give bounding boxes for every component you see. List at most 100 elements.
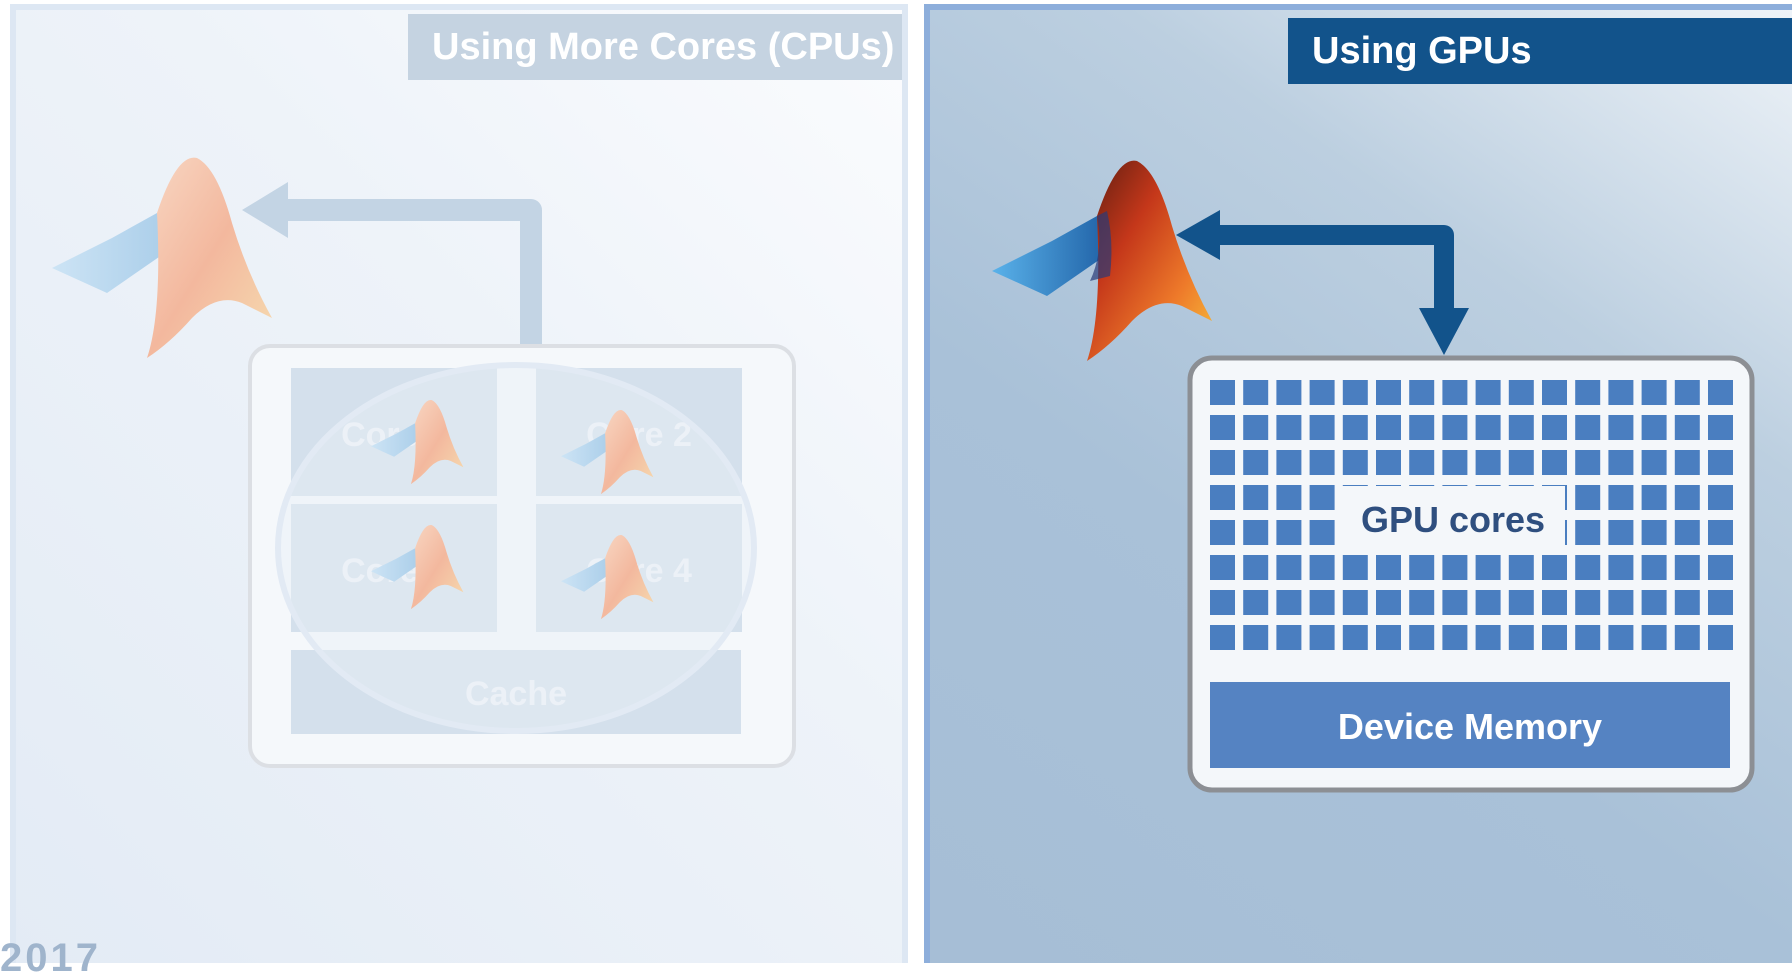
- gpu-core: [1243, 380, 1269, 405]
- gpu-core: [1508, 590, 1534, 615]
- gpu-core: [1508, 555, 1534, 580]
- gpu-core: [1708, 415, 1733, 440]
- gpu-core: [1309, 415, 1335, 440]
- gpu-core: [1276, 485, 1302, 510]
- gpu-core: [1210, 625, 1235, 650]
- gpu-core: [1641, 590, 1667, 615]
- gpu-core: [1708, 590, 1733, 615]
- gpu-core: [1475, 450, 1501, 475]
- footer-year: 2017: [0, 936, 101, 980]
- matlab-logo-icon: [561, 534, 654, 620]
- gpu-core: [1542, 450, 1567, 475]
- matlab-logo-icon: [371, 399, 464, 485]
- parallel-pool-ellipse: [275, 362, 757, 734]
- gpu-core: [1409, 450, 1435, 475]
- gpu-core: [1409, 380, 1435, 405]
- gpu-core: [1376, 590, 1401, 615]
- gpu-core: [1708, 555, 1733, 580]
- gpu-core: [1608, 450, 1634, 475]
- gpu-core: [1276, 380, 1302, 405]
- gpu-core: [1243, 485, 1269, 510]
- matlab-logo-icon: [371, 524, 464, 610]
- gpu-core: [1641, 485, 1667, 510]
- gpu-core: [1674, 485, 1700, 510]
- gpu-core: [1674, 520, 1700, 545]
- gpu-core: [1309, 450, 1335, 475]
- gpu-diagram: GPU cores Device Memory: [992, 160, 1755, 793]
- gpu-core: [1475, 380, 1501, 405]
- gpu-panel-title: Using GPUs: [1288, 18, 1792, 84]
- gpu-core: [1243, 625, 1269, 650]
- gpu-core: [1276, 415, 1302, 440]
- gpu-core: [1641, 555, 1667, 580]
- gpu-core: [1276, 520, 1302, 545]
- gpu-core: [1708, 625, 1733, 650]
- gpu-core: [1409, 555, 1435, 580]
- cpu-panel-title: Using More Cores (CPUs): [408, 14, 902, 80]
- device-memory: Device Memory: [1210, 682, 1730, 768]
- gpu-core: [1608, 485, 1634, 510]
- gpu-core: [1243, 415, 1269, 440]
- gpu-core: [1342, 555, 1368, 580]
- gpu-core: [1508, 625, 1534, 650]
- gpu-core: [1575, 485, 1601, 510]
- gpu-core: [1276, 625, 1302, 650]
- gpu-core: [1708, 485, 1733, 510]
- gpu-core: [1708, 380, 1733, 405]
- gpu-core: [1342, 450, 1368, 475]
- matlab-logo-icon: [52, 157, 272, 358]
- gpu-core: [1708, 520, 1733, 545]
- gpu-core: [1342, 415, 1368, 440]
- gpu-core: [1442, 590, 1468, 615]
- gpu-core: [1243, 590, 1269, 615]
- gpu-core: [1210, 590, 1235, 615]
- cpu-panel: Using More Cores (CPUs): [10, 4, 908, 963]
- gpu-core: [1641, 625, 1667, 650]
- gpu-core: [1210, 485, 1235, 510]
- gpu-core: [1243, 555, 1269, 580]
- gpu-core: [1376, 415, 1401, 440]
- gpu-panel: Using GPUs: [924, 4, 1792, 963]
- gpu-core: [1542, 590, 1567, 615]
- gpu-core: [1376, 625, 1401, 650]
- gpu-cores-label-bg: [1341, 486, 1565, 550]
- gpu-core: [1309, 485, 1335, 510]
- gpu-core: [1309, 520, 1335, 545]
- gpu-core: [1210, 415, 1235, 440]
- gpu-core: [1608, 555, 1634, 580]
- gpu-core: [1409, 590, 1435, 615]
- gpu-core: [1475, 555, 1501, 580]
- gpu-core: [1674, 380, 1700, 405]
- matlab-logo-icon: [992, 160, 1212, 361]
- gpu-core: [1475, 590, 1501, 615]
- gpu-core: [1342, 590, 1368, 615]
- gpu-core: [1674, 415, 1700, 440]
- gpu-core: [1608, 380, 1634, 405]
- gpu-core: [1276, 555, 1302, 580]
- gpu-core: [1243, 520, 1269, 545]
- gpu-core: [1641, 450, 1667, 475]
- gpu-core: [1542, 380, 1567, 405]
- gpu-core: [1608, 520, 1634, 545]
- device-memory-label: Device Memory: [1338, 706, 1602, 747]
- gpu-core: [1342, 380, 1368, 405]
- gpu-core: [1508, 415, 1534, 440]
- gpu-core: [1442, 555, 1468, 580]
- gpu-core: [1376, 380, 1401, 405]
- gpu-core: [1674, 555, 1700, 580]
- gpu-core: [1210, 520, 1235, 545]
- gpu-core: [1542, 555, 1567, 580]
- double-arrow-icon: [1176, 210, 1469, 355]
- gpu-core: [1442, 450, 1468, 475]
- gpu-core: [1376, 555, 1401, 580]
- gpu-core: [1276, 590, 1302, 615]
- gpu-core: [1641, 415, 1667, 440]
- gpu-core: [1674, 450, 1700, 475]
- gpu-core: [1575, 590, 1601, 615]
- gpu-core: [1442, 625, 1468, 650]
- gpu-core: [1641, 380, 1667, 405]
- gpu-core: [1641, 520, 1667, 545]
- gpu-core: [1608, 415, 1634, 440]
- gpu-core: [1575, 625, 1601, 650]
- cache-label: Cache: [465, 675, 567, 713]
